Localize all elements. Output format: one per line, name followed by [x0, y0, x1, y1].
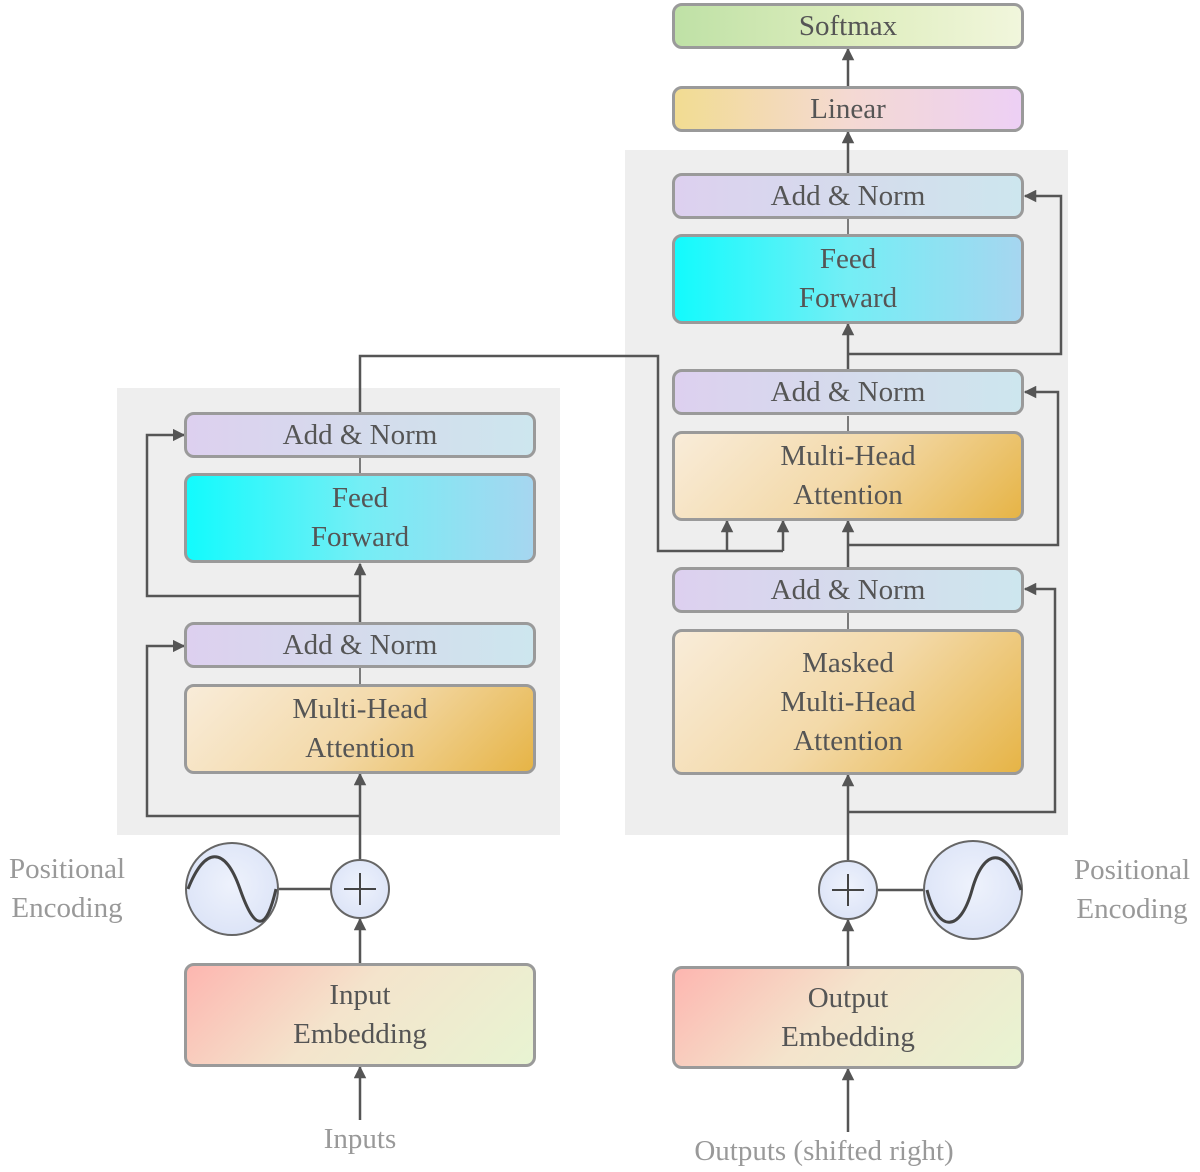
- encoder-multi-head-attention: Multi-Head Attention: [184, 684, 536, 774]
- enc-pe-line-2: Encoding: [11, 892, 123, 924]
- decoder-cross-attention: Multi-Head Attention: [672, 431, 1024, 521]
- encoder-add-norm-top-label: Add & Norm: [282, 418, 438, 451]
- decoder-feed-forward: Feed Forward: [672, 234, 1024, 324]
- masked-attn-line-1: Masked: [802, 646, 894, 679]
- decoder-add-norm-middle: Add & Norm: [672, 369, 1024, 415]
- input-embedding: Input Embedding: [184, 963, 536, 1067]
- encoder-positional-wave-icon: [185, 842, 279, 936]
- decoder-add-norm-bottom: Add & Norm: [672, 567, 1024, 613]
- decoder-positional-wave-icon: [923, 840, 1023, 940]
- linear-box: Linear: [672, 86, 1024, 132]
- output-embedding-line-2: Embedding: [781, 1020, 915, 1053]
- linear-label: Linear: [810, 92, 886, 125]
- softmax-box: Softmax: [672, 3, 1024, 49]
- decoder-add-norm-middle-label: Add & Norm: [770, 375, 926, 408]
- input-embedding-line-2: Embedding: [293, 1018, 427, 1050]
- decoder-add-icon: [818, 860, 878, 920]
- softmax-label: Softmax: [798, 9, 898, 42]
- masked-attn-line-2: Multi-Head: [780, 685, 916, 718]
- residual-encoder-ff: [145, 428, 360, 598]
- encoder-attn-line-2: Attention: [305, 732, 415, 764]
- dec-pe-line-2: Encoding: [1076, 893, 1188, 925]
- masked-attn-line-3: Attention: [793, 724, 903, 757]
- residual-decoder-masked: [848, 582, 1057, 814]
- residual-encoder-attention: [145, 639, 360, 818]
- decoder-cross-attn-line-2: Attention: [793, 479, 903, 511]
- encoder-add-norm-bottom-label: Add & Norm: [282, 628, 438, 661]
- decoder-add-norm-top: Add & Norm: [672, 173, 1024, 219]
- decoder-ff-line-2: Forward: [798, 282, 898, 314]
- encoder-feed-forward: Feed Forward: [184, 473, 536, 563]
- encoder-ff-line-2: Forward: [310, 521, 410, 553]
- decoder-ff-line-1: Feed: [819, 243, 877, 275]
- decoder-add-norm-top-label: Add & Norm: [770, 179, 926, 212]
- output-embedding-line-1: Output: [807, 981, 889, 1014]
- outputs-shifted-right-label: Outputs (shifted right): [694, 1135, 954, 1167]
- decoder-positional-encoding-label: Positional Encoding: [1064, 851, 1200, 929]
- encoder-ff-line-1: Feed: [331, 482, 389, 514]
- encoder-positional-encoding-label: Positional Encoding: [0, 850, 134, 928]
- encoder-to-decoder-line: [358, 354, 783, 553]
- encoder-add-norm-top: Add & Norm: [184, 412, 536, 458]
- dec-pe-line-1: Positional: [1073, 854, 1190, 886]
- input-embedding-line-1: Input: [329, 979, 391, 1011]
- output-embedding: Output Embedding: [672, 966, 1024, 1069]
- decoder-add-norm-bottom-label: Add & Norm: [770, 573, 926, 606]
- decoder-cross-attn-line-1: Multi-Head: [780, 440, 916, 472]
- encoder-add-icon: [330, 859, 390, 919]
- inputs-label: Inputs: [323, 1123, 397, 1155]
- encoder-add-norm-bottom: Add & Norm: [184, 622, 536, 668]
- enc-pe-line-1: Positional: [8, 853, 125, 885]
- decoder-masked-attention: Masked Multi-Head Attention: [672, 629, 1024, 775]
- residual-decoder-cross: [848, 385, 1060, 547]
- residual-decoder-ff: [848, 189, 1063, 356]
- encoder-attn-line-1: Multi-Head: [292, 693, 428, 725]
